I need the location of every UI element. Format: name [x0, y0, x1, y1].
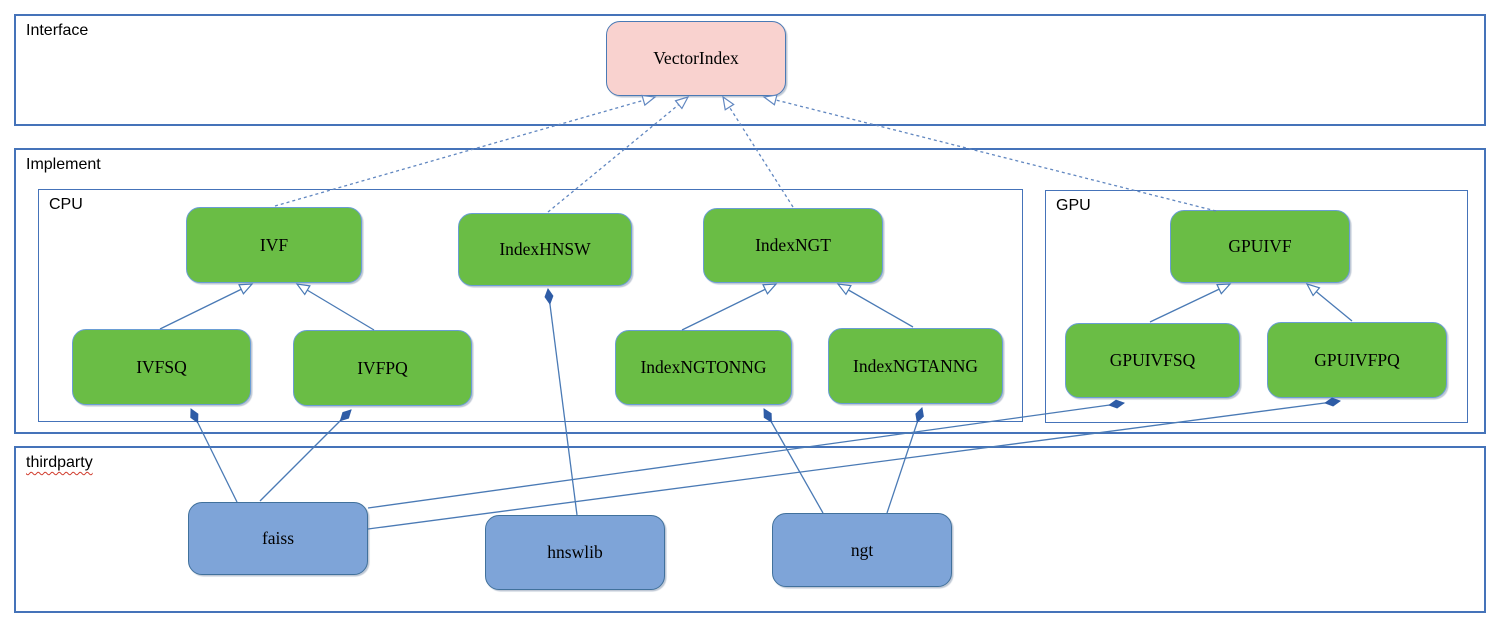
- node-GPUIVFSQ: GPUIVFSQ: [1065, 323, 1240, 398]
- node-label-hnswlib: hnswlib: [547, 542, 603, 562]
- node-GPUIVF: GPUIVF: [1170, 210, 1350, 283]
- node-VectorIndex: VectorIndex: [606, 21, 786, 96]
- node-label-IVF: IVF: [259, 234, 289, 255]
- node-label-IVFPQ: IVFPQ: [357, 357, 408, 378]
- node-ngt: ngt: [772, 513, 952, 587]
- node-IVF: IVF: [186, 207, 362, 283]
- node-IndexNGTANNG: IndexNGTANNG: [828, 328, 1003, 404]
- node-label-faiss: faiss: [261, 528, 295, 548]
- node-label-IndexNGTONNG: IndexNGTONNG: [640, 357, 767, 377]
- node-label-IVFSQ: IVFSQ: [136, 356, 187, 377]
- node-label-GPUIVF: GPUIVF: [1228, 236, 1292, 256]
- node-GPUIVFPQ: GPUIVFPQ: [1267, 322, 1447, 398]
- node-IndexNGT: IndexNGT: [703, 208, 883, 283]
- node-label-VectorIndex: VectorIndex: [653, 48, 739, 68]
- node-label-IndexHNSW: IndexHNSW: [499, 239, 591, 259]
- node-label-IndexNGT: IndexNGT: [755, 235, 831, 255]
- node-IVFSQ: IVFSQ: [72, 329, 251, 405]
- container-label-interface: Interface: [26, 22, 89, 39]
- node-hnswlib: hnswlib: [485, 515, 665, 590]
- node-IndexHNSW: IndexHNSW: [458, 213, 632, 286]
- container-label-implement: Implement: [26, 156, 101, 173]
- container-label-gpu: GPU: [1056, 197, 1091, 214]
- container-label-cpu: CPU: [49, 196, 83, 213]
- node-label-ngt: ngt: [850, 539, 874, 560]
- node-faiss: faiss: [188, 502, 368, 575]
- node-label-GPUIVFPQ: GPUIVFPQ: [1314, 349, 1400, 370]
- node-label-GPUIVFSQ: GPUIVFSQ: [1109, 350, 1196, 370]
- node-label-IndexNGTANNG: IndexNGTANNG: [853, 355, 978, 376]
- node-IVFPQ: IVFPQ: [293, 330, 472, 406]
- node-IndexNGTONNG: IndexNGTONNG: [615, 330, 792, 405]
- container-label-thirdparty: thirdparty: [26, 454, 93, 471]
